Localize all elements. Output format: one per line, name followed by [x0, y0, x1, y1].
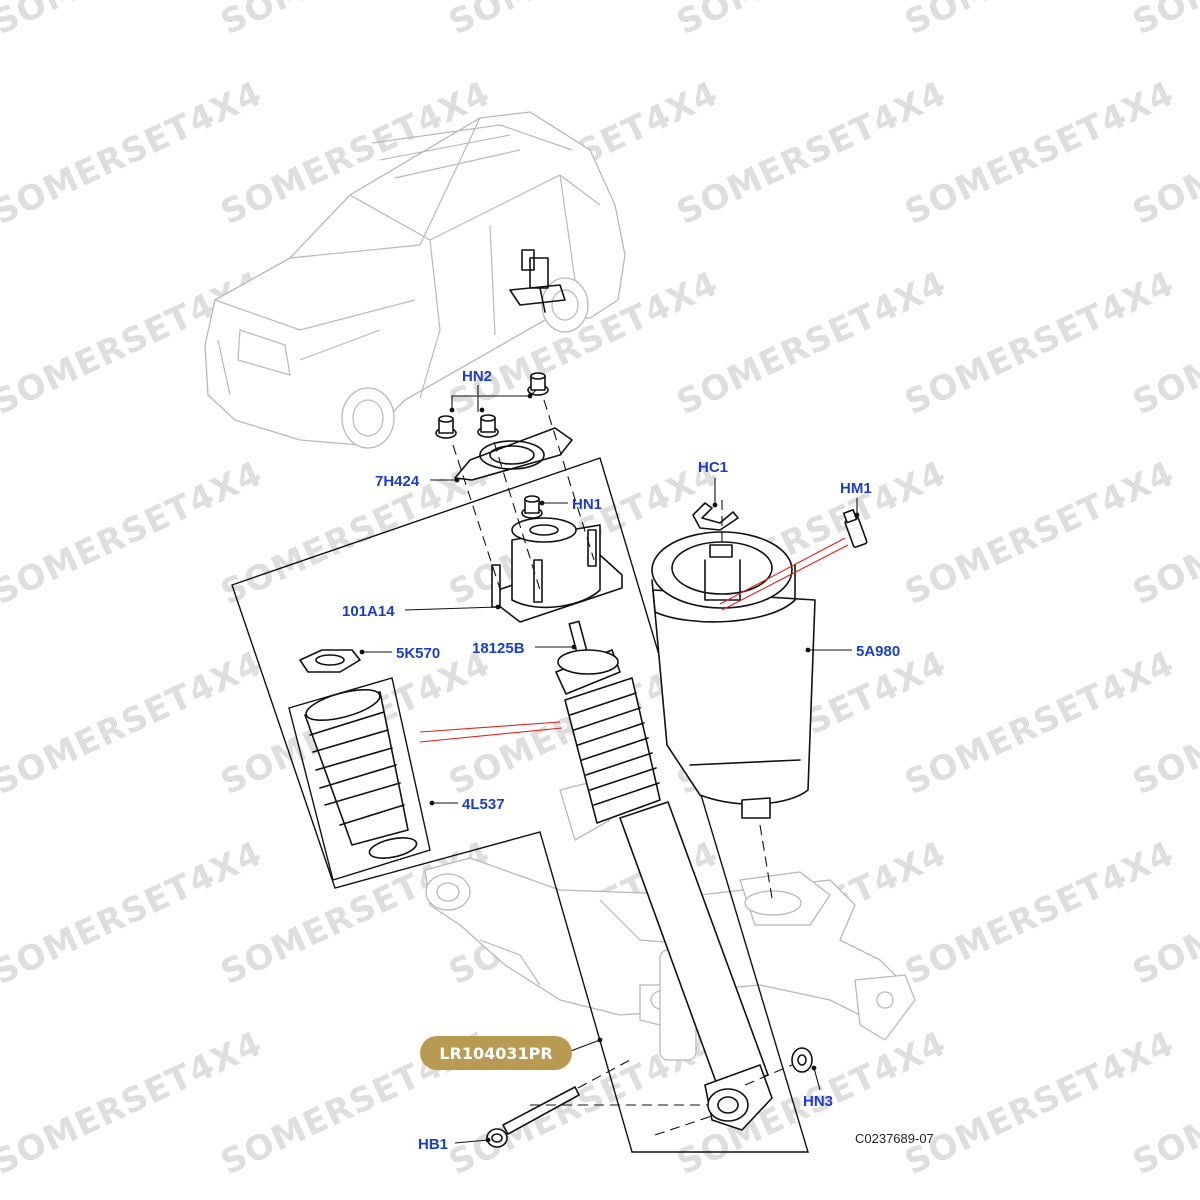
vehicle-illustration [204, 111, 626, 449]
callout-hn3: HN3 [803, 1093, 833, 1110]
nut-hn3 [791, 1047, 813, 1073]
bump-stop [299, 649, 361, 673]
reference-line [419, 727, 563, 743]
figure-reference: C0237689-07 [855, 1131, 934, 1146]
callout-101a14: 101A14 [342, 603, 395, 620]
assembly-line [654, 1114, 716, 1136]
assembly-line [452, 444, 503, 596]
callout-hb1: HB1 [418, 1136, 448, 1153]
shock-absorber [555, 620, 773, 1131]
assembly-line [577, 1059, 631, 1089]
callout-hm1: HM1 [840, 480, 872, 497]
callout-18125b: 18125B [472, 640, 525, 657]
assembly-line [543, 399, 595, 561]
bump-stop-box [288, 677, 431, 881]
bolt-hb1 [486, 1086, 580, 1148]
top-mount-101a14 [491, 517, 623, 623]
callout-5a980: 5A980 [856, 643, 900, 660]
assembly-line [744, 1064, 793, 1086]
callout-hc1: HC1 [698, 459, 728, 476]
kit-enclosure-frame [231, 457, 809, 1153]
reference-line [719, 537, 846, 605]
part-number-badge[interactable]: LR104031PR [420, 1036, 572, 1070]
assembly-line [493, 441, 541, 591]
dust-boot [304, 688, 418, 859]
callout-5k570: 5K570 [396, 645, 440, 662]
assembly-line [759, 824, 773, 899]
callout-4l537: 4L537 [462, 796, 505, 813]
reference-line [721, 544, 849, 611]
part-number-badge-background [420, 1036, 572, 1070]
callout-hn1: HN1 [572, 496, 602, 513]
flange-nuts-hn2 [435, 372, 549, 439]
clip-hc1 [692, 502, 739, 531]
air-spring [651, 531, 816, 819]
reference-line [419, 721, 561, 733]
leader-lines [359, 385, 860, 1144]
top-mount-plate [454, 427, 573, 481]
nut-hn1 [521, 495, 543, 519]
callout-7h424: 7H424 [375, 473, 420, 490]
part-number-label: LR104031PR [439, 1044, 552, 1063]
watermark-text: SOMERSET4X4 [1127, 0, 1200, 43]
callout-hn2: HN2 [462, 368, 492, 385]
